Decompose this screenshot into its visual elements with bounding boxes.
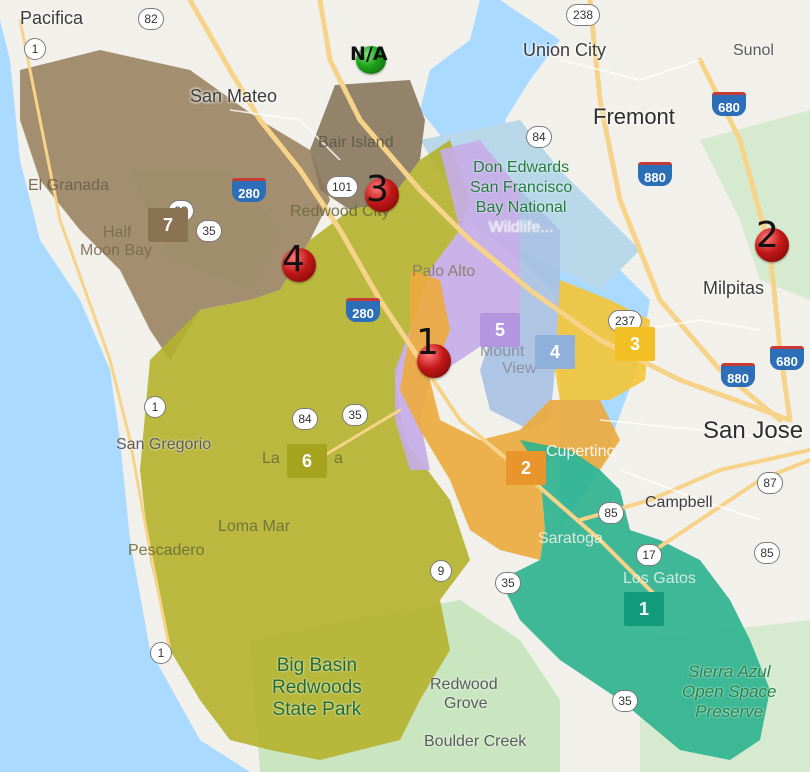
- place-pescadero: Pescadero: [128, 542, 205, 559]
- zone-4-area: [480, 190, 560, 430]
- place-half-moon-bay-1: Half: [103, 224, 132, 241]
- highway-84-shield-east: 84: [526, 126, 552, 148]
- highway-1-shield-mid: 1: [144, 396, 166, 418]
- zone-2-area: [400, 270, 620, 560]
- marker-1-pin[interactable]: [417, 344, 451, 378]
- place-san-gregorio: San Gregorio: [116, 436, 212, 453]
- marker-1-label: 1: [416, 322, 439, 363]
- zone-3-badge[interactable]: 3: [615, 327, 655, 361]
- highway-84-shield-west: 84: [292, 408, 318, 430]
- minor-roads: [229, 59, 791, 521]
- park-big-basin-line-2: Redwoods: [272, 677, 362, 698]
- place-boulder-creek: Boulder Creek: [424, 733, 527, 750]
- interstate-280-shield-north: 280: [232, 178, 266, 202]
- place-redwood-city: Redwood City: [290, 203, 390, 220]
- highway-35-shield-south: 35: [495, 572, 521, 594]
- park-sierra-azul-line-1: Sierra Azul: [688, 662, 771, 681]
- place-mountain-view-1: Mount: [480, 343, 525, 360]
- marker-3-label: 3: [366, 169, 389, 210]
- park-don-edwards: Don Edwards San Francisco Bay National W…: [470, 158, 572, 238]
- marker-na-pin[interactable]: [356, 46, 386, 74]
- place-bair-island: Bair Island: [318, 134, 394, 151]
- place-los-gatos: Los Gatos: [623, 570, 696, 587]
- place-sunol: Sunol: [733, 42, 774, 59]
- place-san-mateo: San Mateo: [190, 86, 278, 106]
- marker-4-pin[interactable]: [282, 248, 316, 282]
- marker-2-label: 2: [756, 215, 779, 256]
- zone-5-badge[interactable]: 5: [480, 313, 520, 347]
- interstate-880-shield-north: 880: [638, 162, 672, 186]
- place-saratoga: Saratoga: [538, 530, 603, 547]
- place-el-granada: El Granada: [28, 177, 109, 194]
- place-redwood-grove-2: Grove: [444, 695, 488, 712]
- zone-4-badge[interactable]: 4: [535, 335, 575, 369]
- place-half-moon-bay-2: Moon Bay: [80, 242, 153, 259]
- marker-2-pin[interactable]: [755, 228, 789, 262]
- zone-6-badge[interactable]: 6: [287, 444, 327, 478]
- zone-7-badge[interactable]: 7: [148, 208, 188, 242]
- interstate-280-shield-south: 280: [346, 298, 380, 322]
- place-cupertino: Cupertino: [546, 443, 616, 460]
- place-fremont: Fremont: [593, 104, 675, 129]
- highway-1-shield-south: 1: [150, 642, 172, 664]
- park-sierra-azul-line-3: Preserve: [695, 702, 764, 721]
- marker-4-label: 4: [282, 239, 305, 280]
- park-big-basin: Big Basin Redwoods State Park: [272, 655, 362, 721]
- park-sierra-azul: Sierra Azul Open Space Preserve: [682, 662, 777, 722]
- highway-9-shield: 9: [430, 560, 452, 582]
- place-palo-alto: Palo Alto: [412, 263, 476, 280]
- highway-35-shield-far-south: 35: [612, 690, 638, 712]
- park-don-edwards-line-1: Don Edwards: [473, 159, 570, 176]
- park-don-edwards-line-2: San Francisco: [470, 179, 573, 196]
- highway-238-shield: 238: [566, 4, 600, 26]
- interstate-680-shield-south: 680: [770, 346, 804, 370]
- highway-35-shield-north: 35: [196, 220, 222, 242]
- highway-101-shield: 101: [326, 176, 358, 198]
- place-pacifica: Pacifica: [20, 8, 84, 28]
- interstate-880-shield-south: 880: [721, 363, 755, 387]
- place-la-honda-2: a: [334, 450, 343, 467]
- place-campbell: Campbell: [645, 494, 713, 511]
- highway-17-shield: 17: [636, 544, 662, 566]
- highway-87-shield: 87: [757, 472, 783, 494]
- place-union-city: Union City: [523, 40, 607, 60]
- marker-3-pin[interactable]: [365, 178, 399, 212]
- place-la-honda-1: La: [262, 450, 280, 467]
- place-milpitas: Milpitas: [703, 278, 765, 298]
- place-loma-mar: Loma Mar: [218, 518, 291, 535]
- highway-85-shield-west: 85: [598, 502, 624, 524]
- place-san-jose: San Jose: [703, 417, 804, 444]
- place-redwood-grove-1: Redwood: [430, 676, 498, 693]
- zone-2-badge[interactable]: 2: [506, 451, 546, 485]
- marker-na-label: N/A: [350, 43, 388, 65]
- highway-85-shield-east: 85: [754, 542, 780, 564]
- park-sierra-azul-line-2: Open Space: [682, 682, 777, 701]
- highway-35-shield-mid: 35: [342, 404, 368, 426]
- highway-82-shield: 82: [138, 8, 164, 30]
- place-mountain-view-2: View: [502, 360, 537, 377]
- zone-1-badge[interactable]: 1: [624, 592, 664, 626]
- highway-1-shield-north: 1: [24, 38, 46, 60]
- park-don-edwards-line-3: Bay National: [475, 199, 567, 216]
- park-don-edwards-line-4: Wildlife...: [488, 219, 554, 236]
- park-big-basin-line-1: Big Basin: [276, 655, 358, 676]
- park-big-basin-line-3: State Park: [272, 699, 362, 720]
- interstate-680-shield-north: 680: [712, 92, 746, 116]
